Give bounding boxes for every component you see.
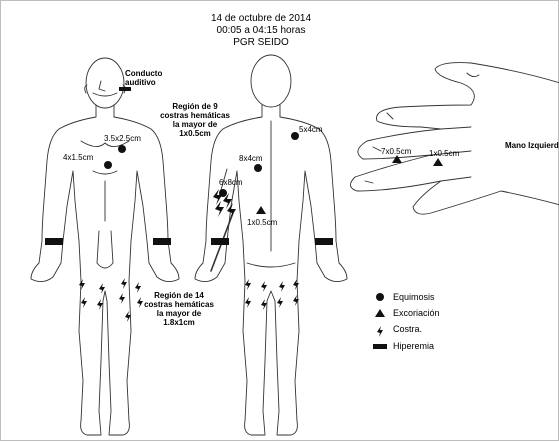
costra-marker xyxy=(293,279,299,290)
label-region9-line2: costras hemáticas xyxy=(153,111,237,120)
costra-marker xyxy=(261,281,267,292)
label-back-side: 6x8cm xyxy=(219,178,243,187)
legend-circle-icon xyxy=(376,293,384,301)
costra-marker-large xyxy=(215,201,224,217)
hiperemia-bar-back-left-wrist xyxy=(211,238,229,245)
costra-marker xyxy=(279,281,285,292)
label-hand-title: Mano Izquierda xyxy=(505,141,559,150)
header-agency: PGR SEIDO xyxy=(191,37,331,48)
legend-bar-icon xyxy=(373,344,387,349)
costra-marker xyxy=(245,297,251,308)
legend-lightning-icon xyxy=(377,326,383,337)
header-time: 00:05 a 04:15 horas xyxy=(191,25,331,36)
hiperemia-bar-front-left-wrist xyxy=(153,238,171,245)
excoriacion-marker-back-low xyxy=(256,206,266,214)
label-back-mid: 8x4cm xyxy=(239,154,263,163)
costra-marker xyxy=(121,278,127,289)
equimosis-marker-back-shoulder xyxy=(291,132,299,140)
label-chest-mid: 4x1.5cm xyxy=(63,153,93,162)
label-hand-left: 7x0.5cm xyxy=(381,147,411,156)
label-region9-line1: Región de 9 xyxy=(153,102,237,111)
label-hand-right: 1x0.5cm xyxy=(429,149,459,158)
costra-marker xyxy=(99,283,105,294)
costra-marker xyxy=(245,279,251,290)
excoriacion-marker-hand-right xyxy=(433,158,443,166)
costra-marker xyxy=(277,297,283,308)
label-back-low: 1x0.5cm xyxy=(247,218,277,227)
costra-marker xyxy=(81,297,87,308)
hiperemia-bar-back-right-wrist xyxy=(315,238,333,245)
label-ear-line1: Conducto xyxy=(125,69,162,78)
label-region9-line3: la mayor de xyxy=(153,120,237,129)
legend-triangle-icon xyxy=(375,309,385,317)
label-region14-line1: Región de 14 xyxy=(137,291,221,300)
costra-marker xyxy=(79,279,85,290)
legend-label-excoriacion: Excoriación xyxy=(393,309,440,318)
hiperemia-bar-ear xyxy=(119,87,131,91)
costra-marker xyxy=(119,293,125,304)
header-date: 14 de octubre de 2014 xyxy=(191,13,331,24)
label-ear-line2: auditivo xyxy=(125,78,156,87)
label-chest-left: 3.5x2.5cm xyxy=(104,134,141,143)
equimosis-marker-chest-left xyxy=(118,145,126,153)
costra-marker xyxy=(97,299,103,310)
costra-marker xyxy=(261,299,267,310)
hiperemia-bar-front-right-wrist xyxy=(45,238,63,245)
equimosis-marker-chest-mid xyxy=(104,161,112,169)
label-region14-line2: costras hemáticas xyxy=(137,300,221,309)
equimosis-marker-back-mid xyxy=(254,164,262,172)
legend-label-hiperemia: Hiperemia xyxy=(393,342,434,351)
legend-label-equimosis: Equimosis xyxy=(393,293,435,302)
label-back-shoulder: 5x4cm xyxy=(299,125,323,134)
legend-label-costra: Costra. xyxy=(393,325,422,334)
excoriacion-marker-hand-left xyxy=(392,155,402,163)
label-region9-line4: 1x0.5cm xyxy=(153,129,237,138)
label-region14-line3: la mayor de xyxy=(137,309,221,318)
hand-outline xyxy=(350,63,559,215)
label-region14-line4: 1.8x1cm xyxy=(137,318,221,327)
